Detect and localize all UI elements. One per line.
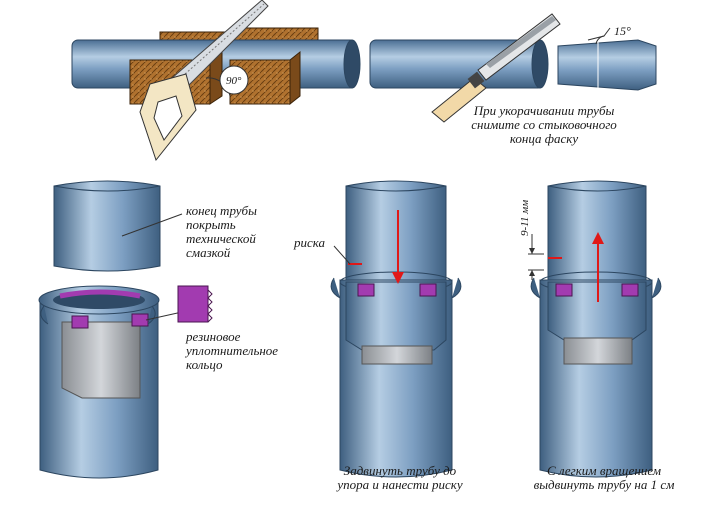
angle-15-label: 15° — [614, 24, 631, 38]
chamfer-scene — [369, 13, 657, 123]
mark-label: риска — [294, 235, 326, 250]
ring-note-line: резиновое — [186, 329, 241, 344]
grease-note-line: конец трубы — [186, 203, 257, 218]
greasing-scene — [38, 180, 213, 479]
seal-ring-section — [177, 285, 209, 323]
step2-caption: С легким вращением выдвинуть трубу на 1 … — [504, 464, 704, 492]
gap-label: 9-11 мм — [519, 199, 531, 236]
pipe-end — [343, 39, 361, 89]
step1-caption: Задвинуть трубу до упора и нанести риску — [300, 464, 500, 492]
pipe-chamfered — [557, 39, 657, 91]
chamfer-note: При укорачивании трубы снимите со стыков… — [444, 104, 644, 146]
chamfer-note-line: При укорачивании трубы — [473, 103, 615, 118]
angle-90-label: 90° — [226, 75, 242, 87]
grease-note-line: технической — [186, 231, 256, 246]
socket-inner — [61, 321, 141, 399]
pipe-end-upper — [53, 180, 161, 272]
file-handle — [431, 77, 487, 123]
chamfer-note-line: снимите со стыковочного — [471, 117, 617, 132]
withdraw-scene — [528, 180, 662, 478]
chamfer-note-line: конца фаску — [509, 131, 579, 146]
grease-note-line: покрыть — [186, 217, 236, 232]
grease-note-line: смазкой — [186, 245, 231, 260]
ring-note: резиновое уплотнительное кольцо — [186, 330, 278, 372]
seal-ring-top — [59, 289, 141, 299]
step2-caption-line: выдвинуть трубу на 1 см — [533, 477, 675, 492]
pipe-inserted — [345, 180, 447, 293]
step1-caption-line: упора и нанести риску — [337, 477, 463, 492]
step1-caption-line: Задвинуть трубу до — [343, 463, 457, 478]
step2-caption-line: С легким вращением — [546, 463, 662, 478]
insert-scene — [330, 180, 462, 478]
ring-note-line: кольцо — [186, 357, 223, 372]
angle-90-badge — [219, 65, 249, 95]
ring-note-line: уплотнительное — [186, 343, 279, 358]
cutting-scene — [71, 0, 361, 162]
grease-note: конец трубы покрыть технической смазкой — [186, 204, 257, 260]
